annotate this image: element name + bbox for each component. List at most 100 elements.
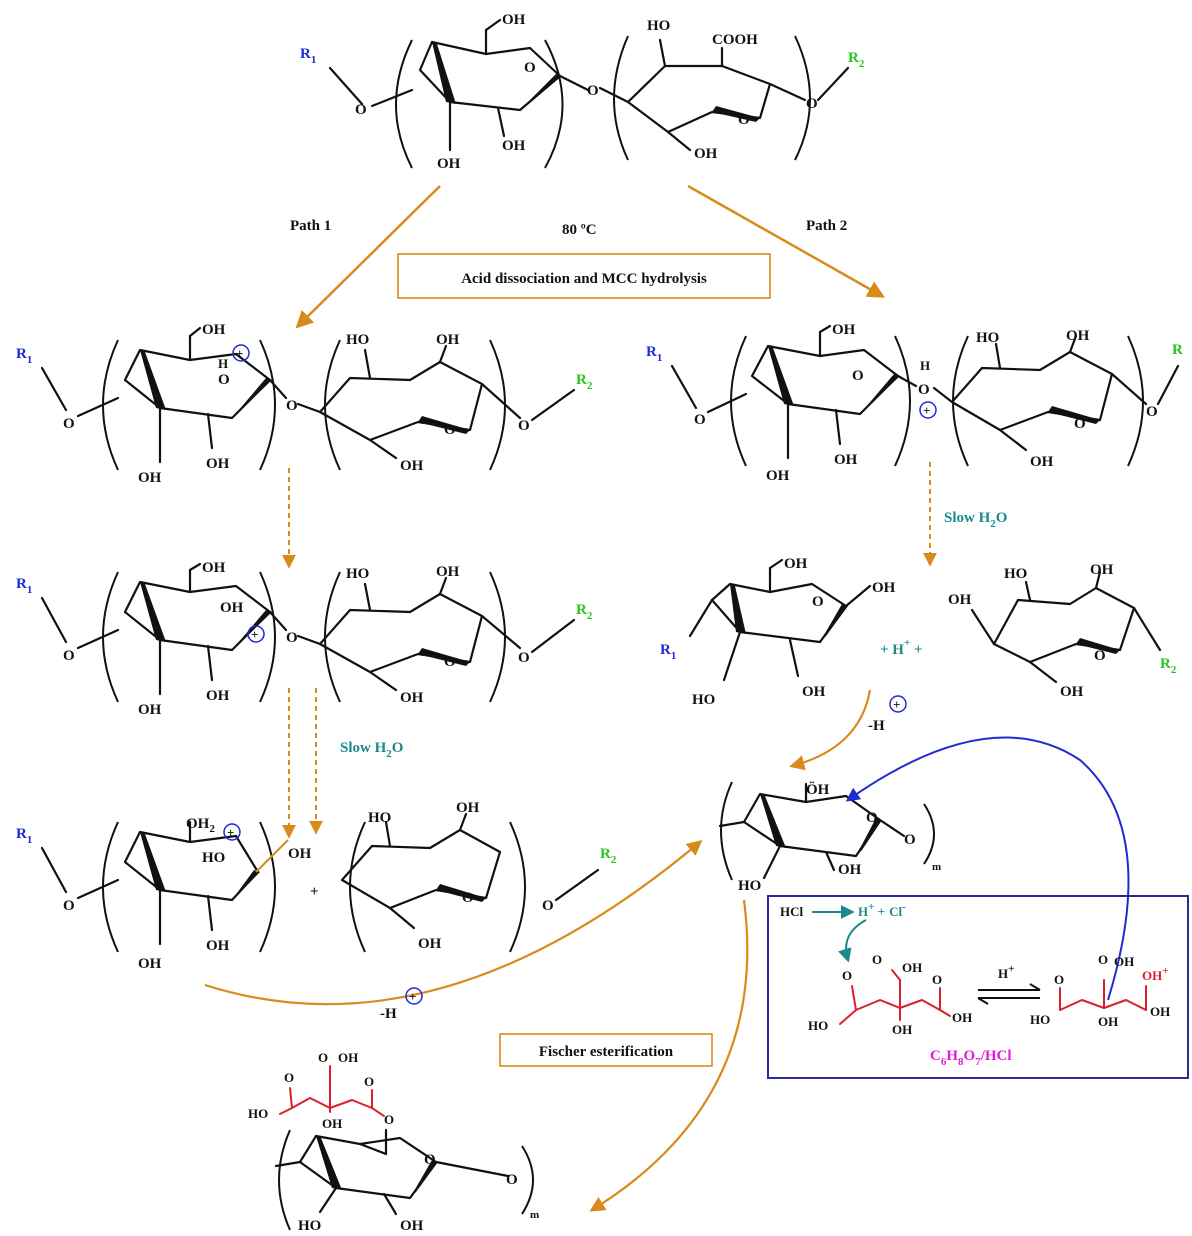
ho-p2a-ring2: HO xyxy=(976,330,999,346)
plus-charge-icon xyxy=(223,823,241,841)
path2-arrow xyxy=(687,184,886,298)
oh-p2b-ring1-right: OH xyxy=(872,580,896,596)
oh-citric-right-3: OH xyxy=(1098,1014,1118,1029)
r2-label-p1a: R2 xyxy=(576,372,593,392)
o-ring1-top: O xyxy=(524,60,536,76)
hcl-dissociation: HCl H+ +Cl- xyxy=(780,901,906,963)
h-p2a: H xyxy=(920,358,930,373)
plus-charge-text-p1a: + xyxy=(236,346,243,361)
hcl-label: HCl xyxy=(780,904,804,919)
citric-acid-hcl-box xyxy=(767,895,1189,1079)
r1-label-p2b: R1 xyxy=(660,642,676,662)
oh-p1b-ring2-top: OH xyxy=(436,564,460,580)
o-citric-left-4: O xyxy=(932,972,942,987)
o-bridge-top: O xyxy=(587,83,599,99)
o-mcc-right: O xyxy=(904,832,916,848)
ho-p1c-ring2: HO xyxy=(368,810,391,826)
h-plus-cl-minus: H+ +Cl- xyxy=(858,901,906,919)
o-citric-left-2: O xyxy=(872,952,882,967)
oh-p1a-ring2-top: OH xyxy=(436,332,460,348)
ho-p1a-ring2: HO xyxy=(346,332,369,348)
oh-p1b-ring1-top: OH xyxy=(202,560,226,576)
oh-p2b-ring2-left: OH xyxy=(948,592,972,608)
citric-acid-right: O HO O OH OH OH+ OH xyxy=(1030,952,1170,1029)
plus-charge-text-p1b: + xyxy=(251,627,258,642)
fischer-esterification-label: Fischer esterification xyxy=(539,1044,674,1060)
path1-label: Path 1 xyxy=(290,218,331,234)
r2-label-p1c: R2 xyxy=(600,846,617,866)
acid-dissociation-label: Acid dissociation and MCC hydrolysis xyxy=(461,271,707,287)
oh-top-ring1: OH xyxy=(502,12,526,28)
citric-acid-left: O HO O OH OH O OH xyxy=(808,952,972,1037)
path2-hydrolysis-products: OH O OH R1 HO OH + H+ + OH HO OH O OH R2 xyxy=(660,556,1177,708)
r2-label-p2b: R2 xyxy=(1160,656,1177,676)
fischer-esterification-box xyxy=(499,1033,713,1067)
path2-protonated-bridge: R1 O OH O OH OH H O + HO OH O OH O xyxy=(646,322,1183,484)
plus-charge-text-minus-h2: + xyxy=(893,697,900,712)
citrate-esterified-cellulose: O OH O HO OH O O O O m HO OH xyxy=(248,1050,539,1234)
oh-p1c-bottom: OH xyxy=(138,956,162,972)
oh-p1c-mid: OH xyxy=(206,938,230,954)
r2-label-p2a: R xyxy=(1172,342,1183,358)
ho-p2b-ring2: HO xyxy=(1004,566,1027,582)
oh-p1b-blue: OH xyxy=(220,600,244,616)
oh2-p1c: OH2 xyxy=(186,816,215,835)
o-prod-ester: O xyxy=(384,1112,394,1127)
h-plus-product: + H+ + xyxy=(880,637,923,658)
oh-p1a-mid: OH xyxy=(206,456,230,472)
ho-mcc-bottom: HO xyxy=(738,878,761,894)
o-p2a-ring2: O xyxy=(1074,416,1086,432)
oh-p1a-bottom: OH xyxy=(138,470,162,486)
oh-p2a-mid: OH xyxy=(834,452,858,468)
oh-p1b-bottom: OH xyxy=(138,702,162,718)
o-p1c-ring2: O xyxy=(462,890,474,906)
ho-p1b-ring2: HO xyxy=(346,566,369,582)
r1-label-p1a: R1 xyxy=(16,346,32,366)
oh-p1b-ring2-bottom: OH xyxy=(400,690,424,706)
plus-charge-icon xyxy=(889,695,907,713)
oh-prod-1: OH xyxy=(338,1050,358,1065)
o-right-p1b: O xyxy=(518,650,530,666)
oh-p2b-mid: OH xyxy=(802,684,826,700)
path1-deprotonation-arrow xyxy=(204,840,703,1006)
esterification-arrow xyxy=(589,899,749,1212)
ho-citric-right-1: HO xyxy=(1030,1012,1050,1027)
oh-p2a-bottom: OH xyxy=(766,468,790,484)
o-prod-1: O xyxy=(318,1050,328,1065)
path2-deprotonation-arrow xyxy=(789,689,872,771)
o-bridge-p1b: O xyxy=(286,630,298,646)
path1-protonated-glycosidic: R1 O OH O H + OH OH O HO OH O OH O xyxy=(16,322,593,486)
m-subscript-prod: m xyxy=(530,1209,539,1221)
h-proton-p1a: H xyxy=(218,356,228,371)
o-p1b-ring2: O xyxy=(444,654,456,670)
o-ring-protonated: O xyxy=(218,372,230,388)
o-ring2-top: O xyxy=(738,112,750,128)
oh-p2a-ring2-top: OH xyxy=(1066,328,1090,344)
o-right-p2a: O xyxy=(1146,404,1158,420)
o-prod-ring: O xyxy=(424,1152,436,1168)
top-cellulose-dimer: R1 O OH O OH OH O HO COOH O OH xyxy=(300,12,865,172)
ho-citric-left-1: HO xyxy=(808,1018,828,1033)
r1-label-p1c: R1 xyxy=(16,826,32,846)
oh-citric-right-4: OH xyxy=(1150,1004,1170,1019)
plus-charge-icon xyxy=(247,625,265,643)
ho-top-ring2: HO xyxy=(647,18,670,34)
oh-mcc-mid: OH xyxy=(838,862,862,878)
plus-p1c: + xyxy=(310,884,319,900)
o-p1a-ring2: O xyxy=(444,422,456,438)
o-link-left-top: O xyxy=(355,102,367,118)
r2-label-top: R2 xyxy=(848,50,865,70)
o-right-p1a: O xyxy=(518,418,530,434)
slow-h2o-path1: Slow H2O xyxy=(340,740,403,760)
oh-p2a-ring2-bottom: OH xyxy=(1030,454,1054,470)
o-bridge-p1a: O xyxy=(286,398,298,414)
m-subscript-mcc: m xyxy=(932,861,941,873)
citric-acid-formula: C6H8O7/HCl xyxy=(930,1048,1012,1068)
o-left-p1a: O xyxy=(63,416,75,432)
cooh-ring2: COOH xyxy=(712,32,758,48)
o-right-p1c: O xyxy=(542,898,554,914)
oh-p2b-ring2-top: OH xyxy=(1090,562,1114,578)
oh-citric-left-4: OH xyxy=(952,1010,972,1025)
o-citric-right-1: O xyxy=(1054,972,1064,987)
